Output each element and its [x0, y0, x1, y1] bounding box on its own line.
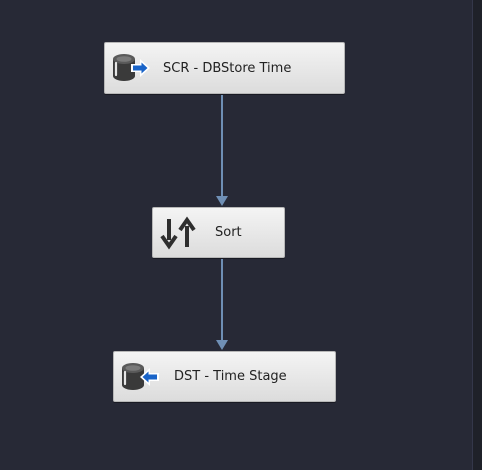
- path-sort-to-dst-arrowhead: [216, 340, 228, 350]
- path-src-to-sort-arrowhead: [216, 196, 228, 206]
- source-component-label: SCR - DBStore Time: [163, 60, 292, 76]
- sort-component[interactable]: Sort: [152, 207, 285, 258]
- database-destination-icon: [118, 359, 162, 395]
- destination-component[interactable]: DST - Time Stage: [113, 351, 336, 402]
- database-source-icon: [109, 50, 153, 86]
- destination-component-label: DST - Time Stage: [174, 369, 287, 384]
- source-component[interactable]: SCR - DBStore Time: [104, 42, 345, 94]
- sort-arrows-icon: [157, 215, 201, 251]
- sort-component-label: Sort: [215, 225, 242, 240]
- canvas-right-border: [472, 0, 482, 470]
